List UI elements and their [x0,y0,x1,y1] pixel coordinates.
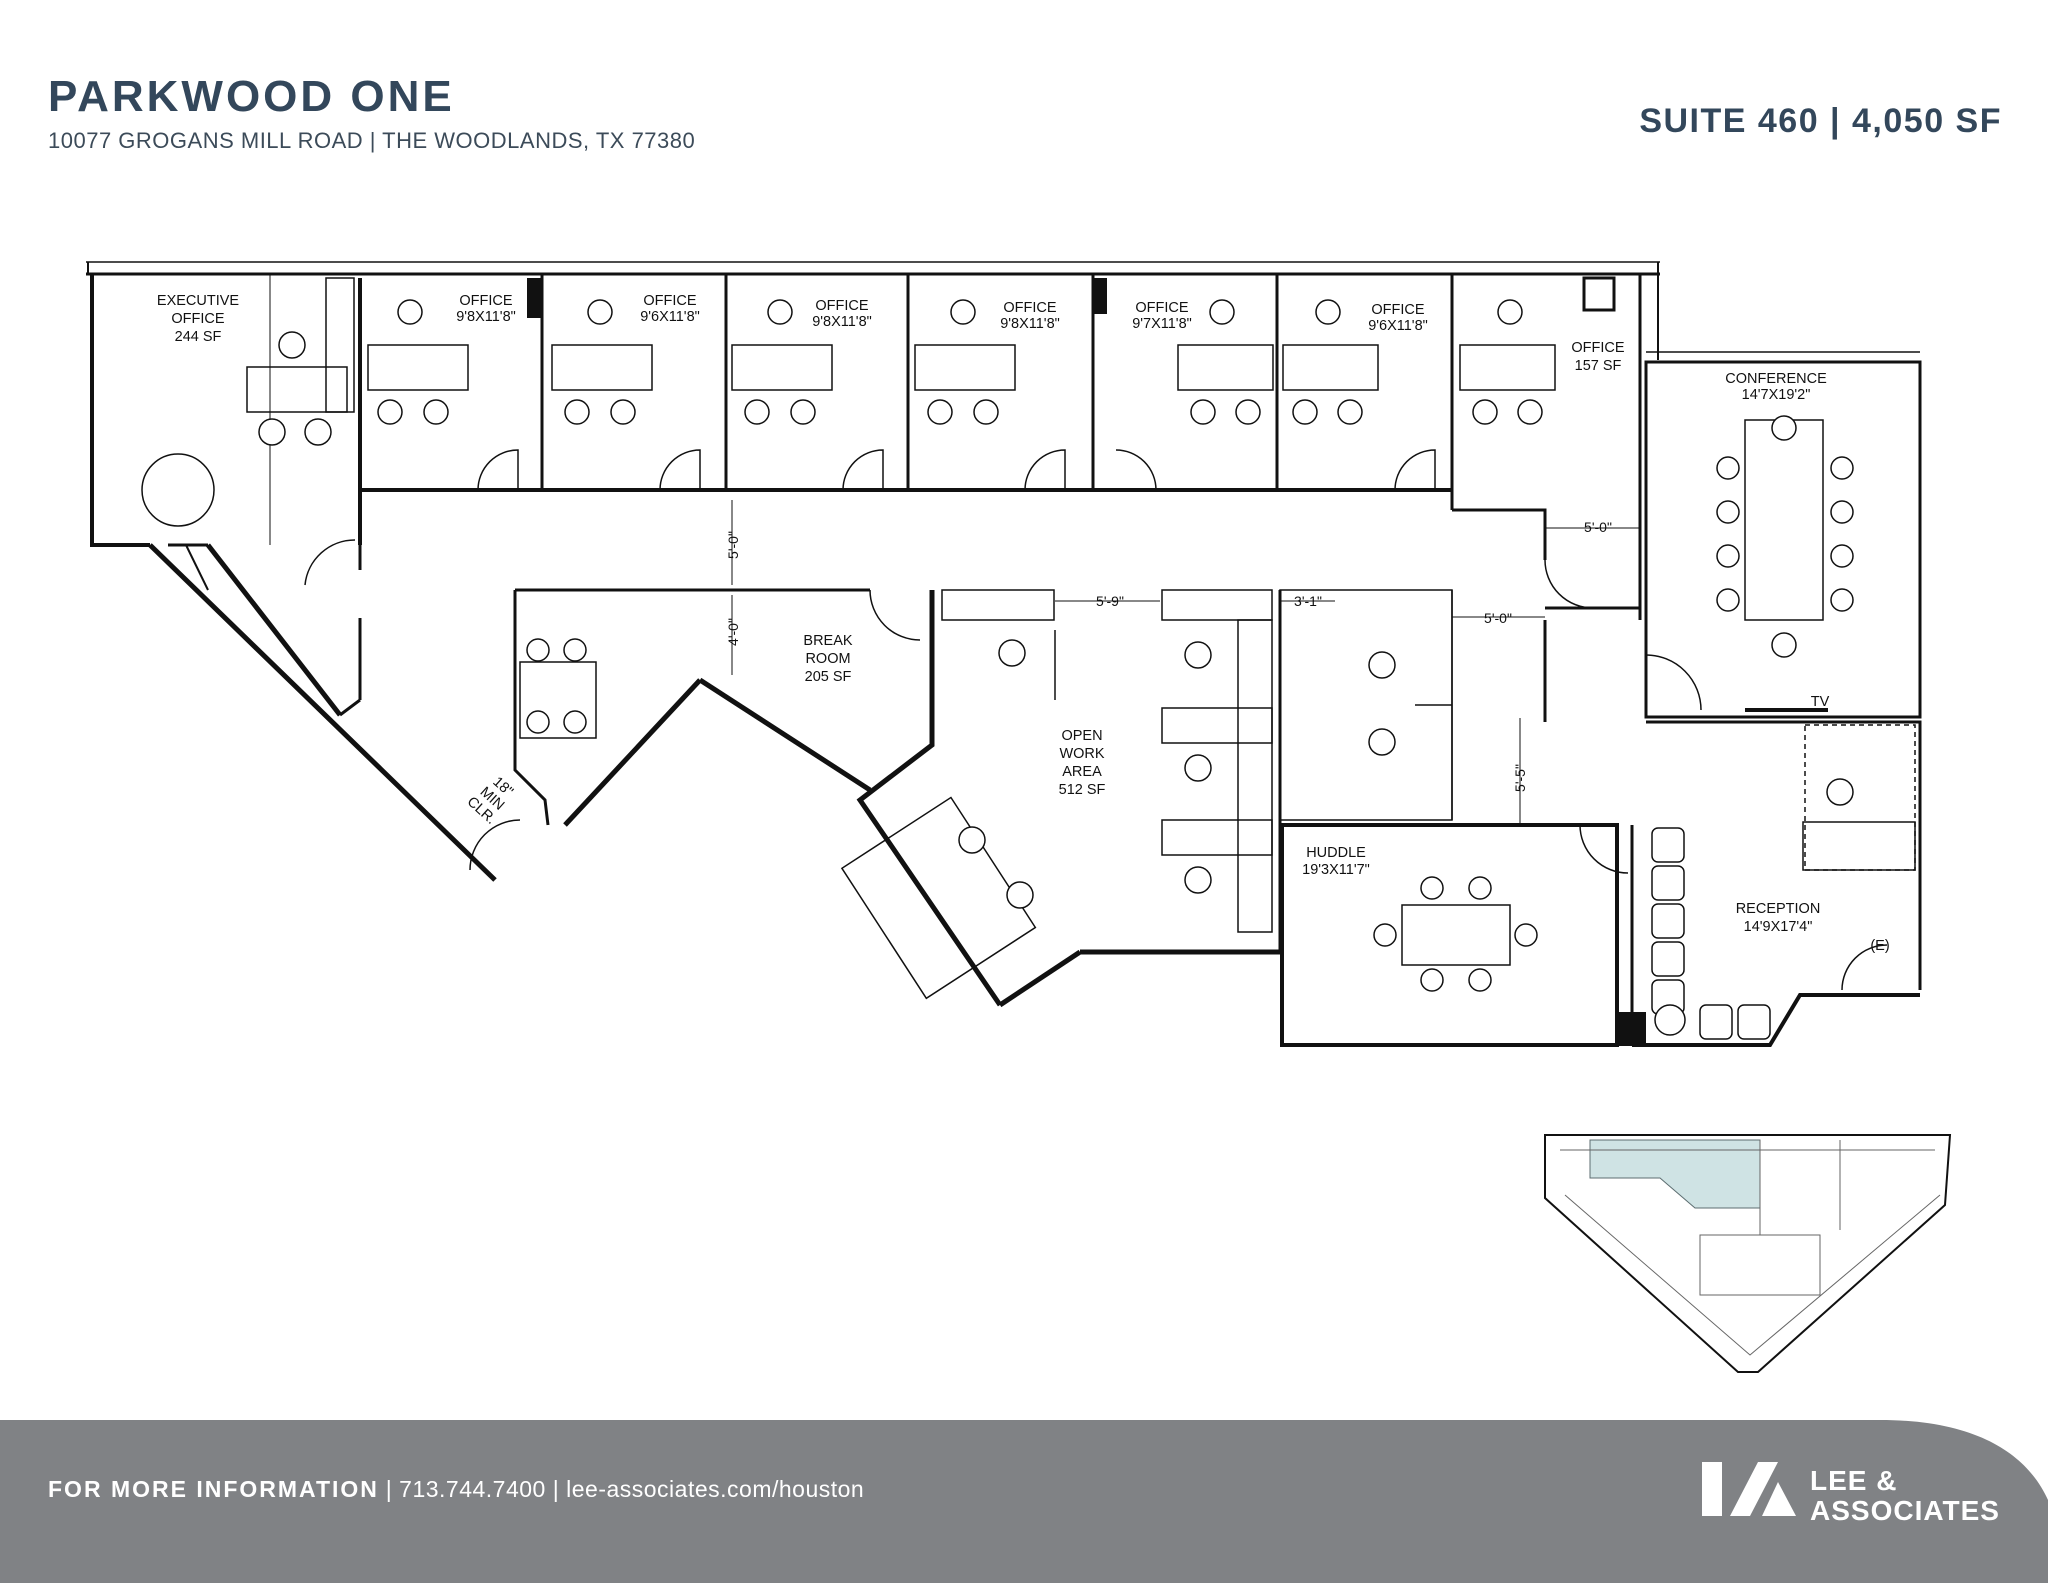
break-room-wall [513,590,550,826]
lee-associates-logo: LEE & ASSOCIATES [1700,1458,2010,1528]
note-tv: TV [1811,694,1830,710]
note-exit: (E) [1870,938,1889,954]
round-table [141,453,215,527]
exec-office-wall [90,275,150,547]
footer-phone[interactable]: 713.744.7400 [399,1476,546,1502]
dim-aisle: 5'-0" [1484,610,1512,626]
plant-icon [1654,1004,1686,1036]
dim-corridor-break: 4'-0" [725,618,741,646]
dim-corridor-top: 5'-0" [725,531,741,559]
page-title: PARKWOOD ONE [48,72,455,121]
conference-wall [1644,360,1922,719]
diagonal-wall-outer [148,543,497,882]
logo-mark-icon [1702,1462,1796,1516]
conference-table [1744,419,1824,621]
footer-label: FOR MORE INFORMATION [48,1476,379,1502]
huddle-wall [1280,823,1619,1047]
diagonal-wall-inner [206,543,342,717]
dim-conf-aisle: 5'-0" [1584,519,1612,535]
suite-info: SUITE 460 | 4,050 SF [1639,102,2002,140]
address-subtitle: 10077 GROGANS MILL ROAD | THE WOODLANDS,… [48,128,696,153]
break-table [519,661,597,739]
logo-text: LEE & ASSOCIATES [1810,1465,2000,1526]
note-clearance: 18"MINCLR. [464,770,521,828]
footer-website-link[interactable]: lee-associates.com/houston [566,1476,865,1502]
open-area-wall [856,590,1003,1007]
huddle-table [1401,904,1511,966]
key-plan [1544,1134,1952,1373]
footer-info: FOR MORE INFORMATION | 713.744.7400 | le… [48,1476,865,1502]
reception-wall [1646,720,1922,990]
